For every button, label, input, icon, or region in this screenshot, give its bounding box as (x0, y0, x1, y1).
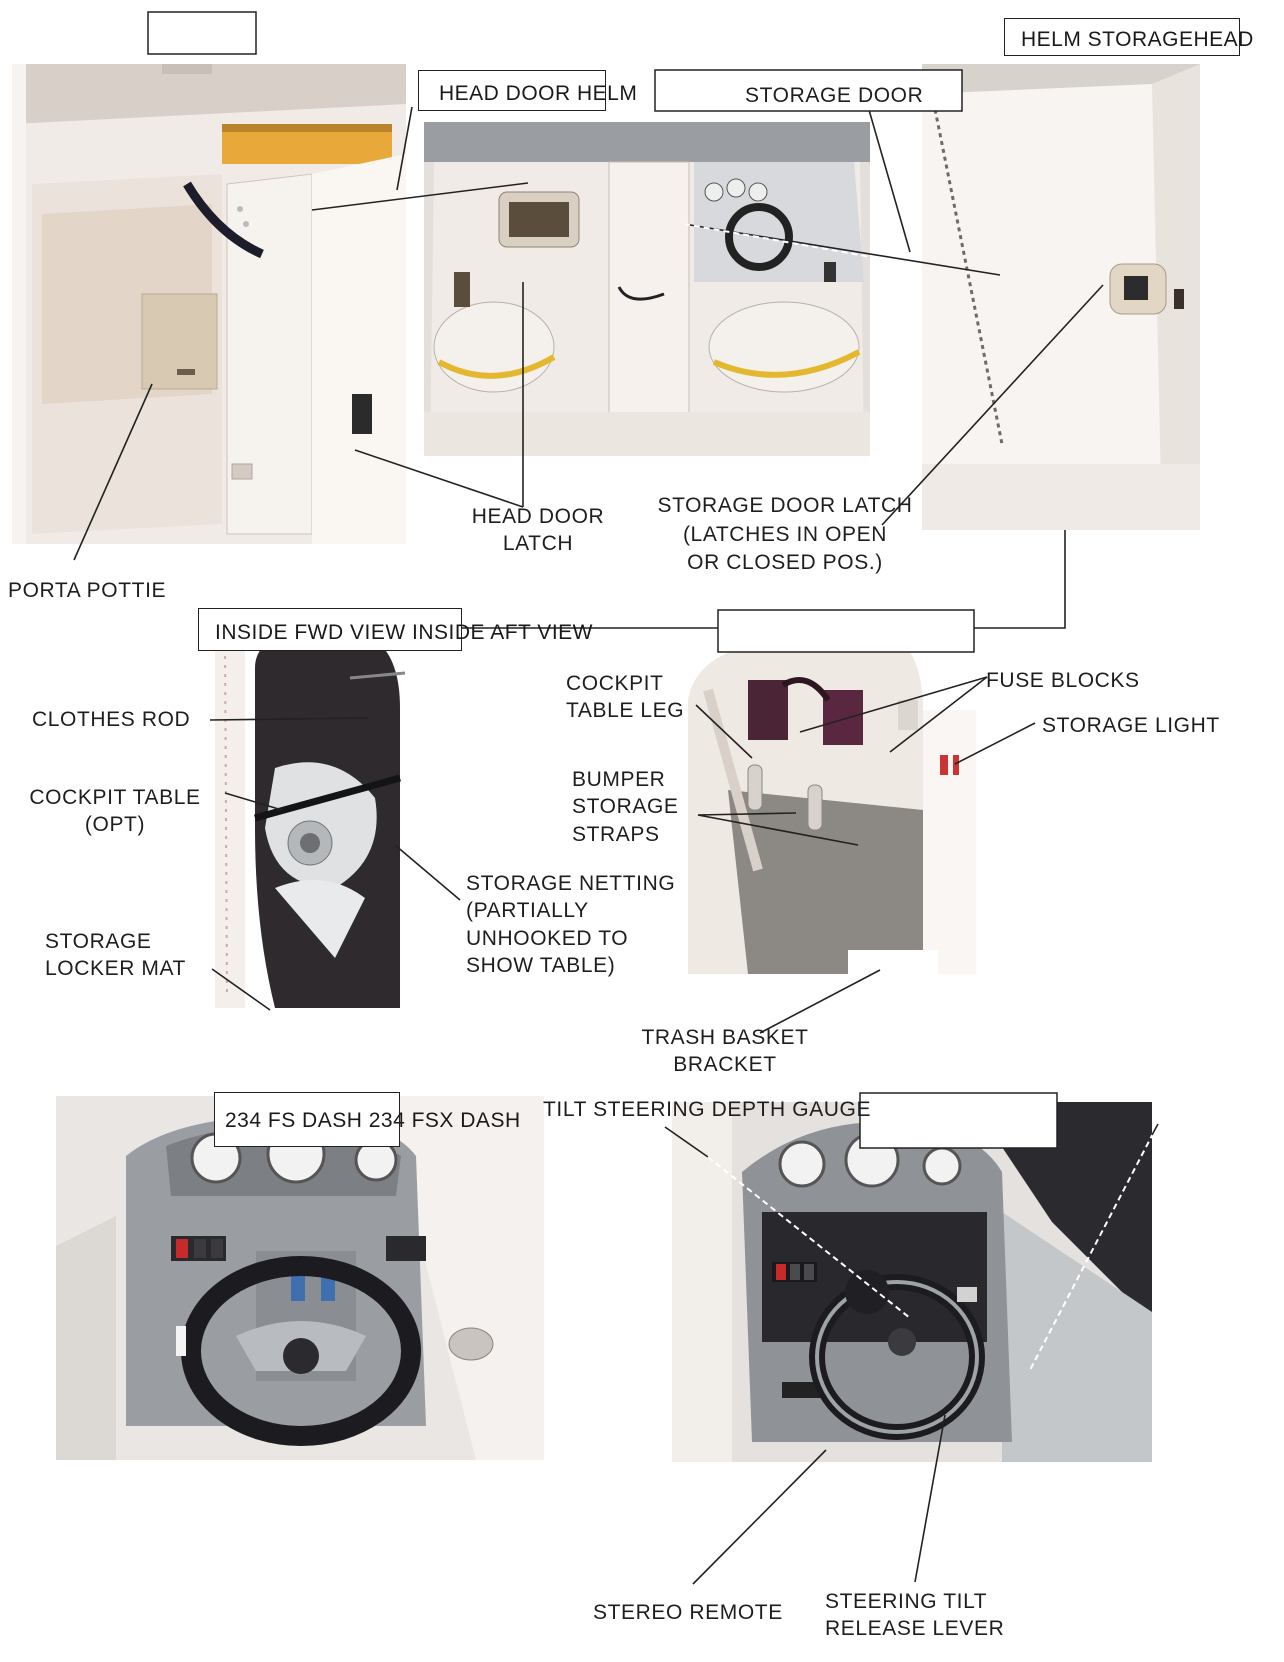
helm-storage-head-box: HELM STORAGEHEAD (1004, 18, 1253, 56)
head-door-helm-box: HEAD DOOR HELM (418, 70, 637, 111)
cockpit-table-leg-label: COCKPIT TABLE LEG (566, 672, 685, 723)
porta-pottie-label: PORTA POTTIE (8, 579, 167, 602)
fuse-blocks-label: FUSE BLOCKS (986, 669, 1140, 692)
helm-storage-head-label: HELM STORAGEHEAD (1021, 28, 1254, 51)
helm-storage-photo (922, 64, 1200, 530)
storage-door-latch-label: STORAGE DOOR LATCH (LATCHES IN OPEN OR C… (657, 494, 913, 575)
cockpit-table-label: COCKPIT TABLE (OPT) (29, 786, 201, 837)
tilt-steering-depth-gauge-label: TILT STEERING DEPTH GAUGE (543, 1098, 872, 1121)
storage-netting-label: STORAGE NETTING (PARTIALLY UNHOOKED TO S… (466, 872, 676, 977)
clothes-rod-label: CLOTHES ROD (32, 708, 191, 731)
head-door-helm-label: HEAD DOOR HELM (439, 82, 638, 105)
trash-basket-bracket-label: TRASH BASKET BRACKET (641, 1026, 809, 1077)
cockpit-overview-photo (424, 122, 870, 456)
inside-views-label: INSIDE FWD VIEW INSIDE AFT VIEW (215, 621, 593, 644)
234-fsx-dash-photo (672, 1102, 1152, 1462)
inside-aft-view-photo (688, 640, 976, 974)
dash-label: 234 FS DASH 234 FSX DASH (225, 1109, 521, 1132)
dash-box: 234 FS DASH 234 FSX DASH (214, 1092, 520, 1147)
stereo-remote-label: STEREO REMOTE (593, 1601, 783, 1624)
storage-light-label: STORAGE LIGHT (1042, 714, 1220, 737)
head-door-latch-label: HEAD DOOR LATCH (471, 505, 605, 556)
inside-views-box: INSIDE FWD VIEW INSIDE AFT VIEW (198, 608, 592, 651)
storage-locker-mat-label: STORAGE LOCKER MAT (45, 930, 186, 981)
head-interior-photo (12, 64, 406, 544)
steering-tilt-release-lever-label: STEERING TILT RELEASE LEVER (825, 1590, 1005, 1641)
bumper-storage-straps-label: BUMPER STORAGE STRAPS (572, 768, 679, 846)
inside-fwd-view-photo (215, 628, 410, 1008)
234-fs-dash-photo (56, 1096, 544, 1460)
storage-door-label: STORAGE DOOR (745, 84, 924, 107)
